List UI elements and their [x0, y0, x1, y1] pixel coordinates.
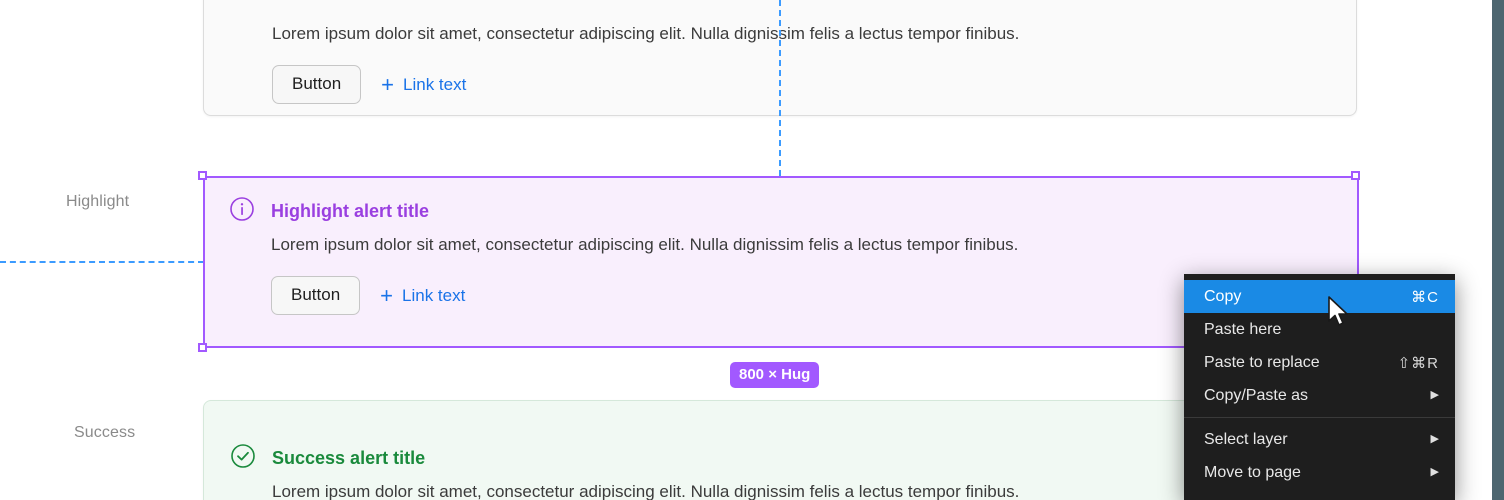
context-menu-item-select-layer[interactable]: Select layer ▶: [1184, 423, 1455, 456]
alert-title: Success alert title: [272, 448, 426, 468]
context-menu-item-shortcut: ⌘C: [1411, 288, 1439, 306]
smart-guide-horizontal: [0, 261, 204, 263]
plus-icon: +: [381, 71, 395, 97]
alert-title: Highlight alert title: [271, 201, 430, 221]
context-menu-item-label: Select layer: [1204, 430, 1288, 448]
resize-handle-bottom-left[interactable]: [198, 343, 207, 352]
alert-header: Success alert title: [230, 443, 1330, 471]
alert-button[interactable]: Button: [272, 65, 362, 104]
alert-header: Highlight alert title: [229, 196, 1333, 224]
context-menu-separator: [1184, 417, 1455, 418]
alert-body-text: Lorem ipsum dolor sit amet, consectetur …: [271, 235, 1019, 254]
resize-handle-top-right[interactable]: [1351, 171, 1360, 180]
context-menu-item-copy-paste-as[interactable]: Copy/Paste as ▶: [1184, 379, 1455, 412]
alert-actions: Button + Link text: [271, 276, 1333, 315]
context-menu-item-label: Copy/Paste as: [1204, 386, 1309, 404]
size-badge: 800 × Hug: [730, 362, 820, 388]
alert-card-success[interactable]: Success alert title Lorem ipsum dolor si…: [203, 400, 1357, 500]
alert-link[interactable]: + Link text: [381, 71, 467, 97]
alert-body-text: Lorem ipsum dolor sit amet, consectetur …: [272, 24, 1020, 43]
submenu-arrow-icon: ▶: [1430, 389, 1439, 401]
context-menu-item-label: Copy: [1204, 287, 1242, 305]
alert-body-text: Lorem ipsum dolor sit amet, consectetur …: [272, 482, 1020, 500]
submenu-arrow-icon: ▶: [1430, 466, 1439, 478]
context-menu-item-label: Move to page: [1204, 463, 1301, 481]
context-menu[interactable]: Copy ⌘C Paste here Paste to replace ⇧⌘R …: [1184, 274, 1455, 500]
alert-link-label: Link text: [403, 74, 467, 94]
submenu-arrow-icon: ▶: [1430, 433, 1439, 445]
context-menu-item-shortcut: ⇧⌘R: [1397, 354, 1439, 372]
row-label-success: Success: [74, 424, 136, 441]
context-menu-item-paste-here[interactable]: Paste here: [1184, 313, 1455, 346]
context-menu-item-label: Paste to replace: [1204, 353, 1320, 371]
alert-link-label: Link text: [402, 285, 466, 305]
context-menu-item-move-to-page[interactable]: Move to page ▶: [1184, 456, 1455, 489]
context-menu-item-paste-to-replace[interactable]: Paste to replace ⇧⌘R: [1184, 346, 1455, 379]
alert-actions: Button + Link text: [272, 65, 1330, 104]
right-edge-strip: [1492, 0, 1504, 500]
check-circle-icon: [230, 443, 256, 469]
context-menu-item-label: Paste here: [1204, 320, 1282, 338]
alert-link[interactable]: + Link text: [380, 282, 466, 308]
info-circle-icon: [229, 196, 255, 222]
alert-button[interactable]: Button: [271, 276, 361, 315]
row-label-highlight: Highlight: [66, 193, 130, 210]
plus-icon: +: [380, 282, 394, 308]
resize-handle-top-left[interactable]: [198, 171, 207, 180]
context-menu-item-copy[interactable]: Copy ⌘C: [1184, 280, 1455, 313]
alert-card-highlight[interactable]: Highlight alert title Lorem ipsum dolor …: [203, 176, 1359, 348]
smart-guide-vertical: [779, 0, 781, 176]
